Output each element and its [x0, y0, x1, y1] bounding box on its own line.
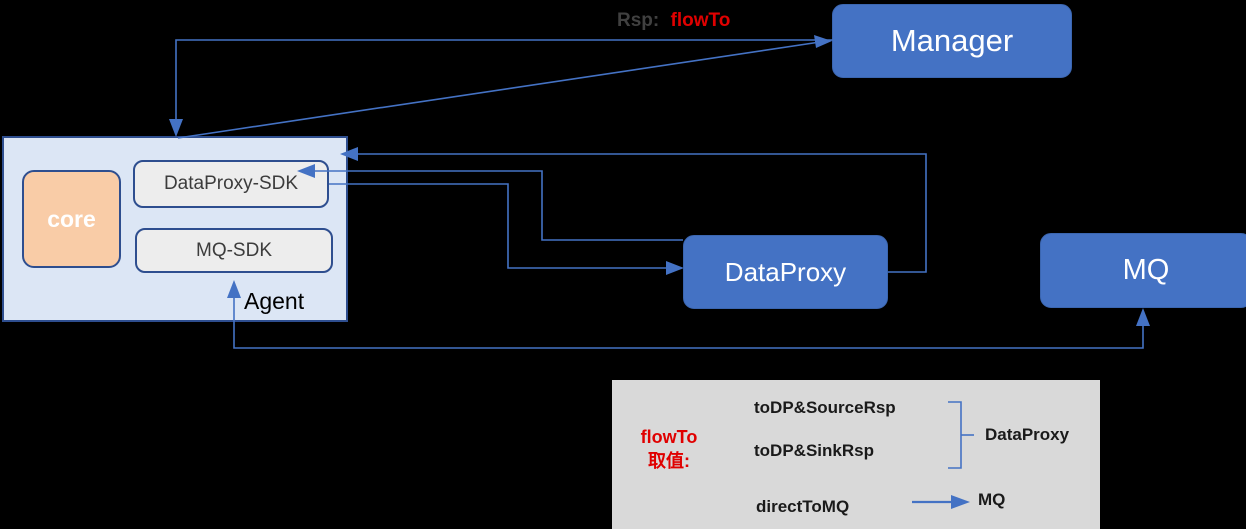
mq-node[interactable]: MQ — [1040, 233, 1246, 308]
legend-title: flowTo 取值: — [627, 425, 711, 473]
connector-sdk-to-dataproxy — [329, 183, 684, 275]
legend-value-todp-sourcersp: toDP&SourceRsp — [754, 398, 896, 417]
core-component[interactable]: core — [22, 170, 121, 268]
legend-value-directtomq: directToMQ — [756, 497, 850, 516]
rsp-label-value: flowTo — [670, 10, 731, 31]
rsp-flowto-label: Rsp: flowTo — [617, 8, 730, 34]
rsp-label-key: Rsp: — [617, 10, 660, 31]
connector-manager-to-agent — [169, 39, 836, 137]
legend-title-line2: 取值: — [648, 451, 690, 471]
connector-dataproxy-to-sdk — [297, 164, 683, 241]
connector-agent-to-manager — [177, 35, 832, 139]
legend-panel — [612, 380, 1100, 529]
legend-target-dataproxy: DataProxy — [985, 425, 1070, 444]
legend-target-mq: MQ — [978, 490, 1006, 509]
agent-label: Agent — [244, 288, 305, 314]
legend-value-todp-sinkrsp: toDP&SinkRsp — [754, 441, 874, 460]
manager-node[interactable]: Manager — [832, 4, 1072, 78]
legend-title-line1: flowTo — [640, 427, 698, 447]
dataproxy-sdk-component[interactable]: DataProxy-SDK — [133, 160, 329, 208]
dataproxy-node[interactable]: DataProxy — [683, 235, 888, 309]
mq-sdk-component[interactable]: MQ-SDK — [135, 228, 333, 273]
